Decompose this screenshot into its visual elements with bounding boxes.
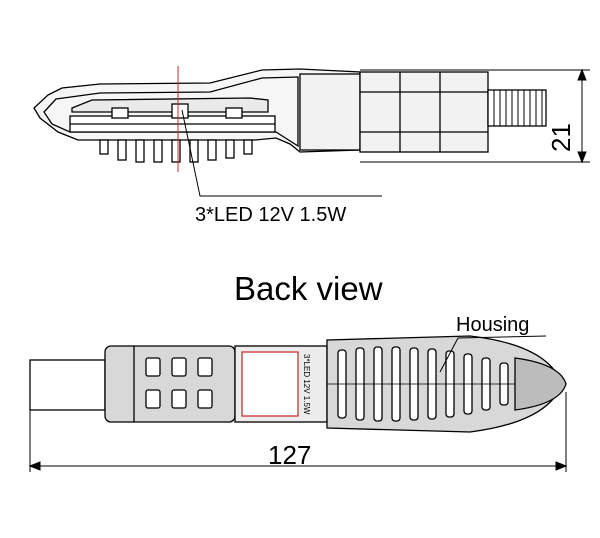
length-dimension-lines: [28, 392, 568, 472]
height-dimension-lines: [360, 68, 590, 164]
cable-stub: [29, 359, 106, 411]
rear-body: [299, 73, 361, 151]
side-view: [33, 68, 590, 197]
led-module: [111, 107, 129, 119]
back-view-title: Back view: [234, 270, 383, 307]
sticker-text: 3*LED 12V 1.5W: [302, 354, 311, 415]
grip-windows: [145, 357, 213, 409]
led-module: [171, 103, 189, 119]
height-dimension-value: 21: [545, 123, 576, 152]
led-module: [225, 107, 243, 119]
housing-leader-line: [439, 335, 547, 373]
led-spec-label: 3*LED 12V 1.5W: [195, 204, 347, 226]
heat-sink-fins: [99, 139, 253, 163]
connector-housing: [359, 71, 489, 153]
threaded-bolt: [487, 89, 547, 127]
back-view: [28, 335, 568, 472]
sticker-outline: [241, 351, 299, 417]
shell-inner-line: [43, 76, 299, 148]
lens-cap: [514, 357, 567, 411]
bolt-threads: [493, 90, 543, 126]
length-dimension-value: 127: [268, 440, 312, 470]
led-leader-line: [181, 109, 382, 197]
rear-grip: [104, 345, 236, 423]
housing-label: Housing: [456, 314, 530, 336]
